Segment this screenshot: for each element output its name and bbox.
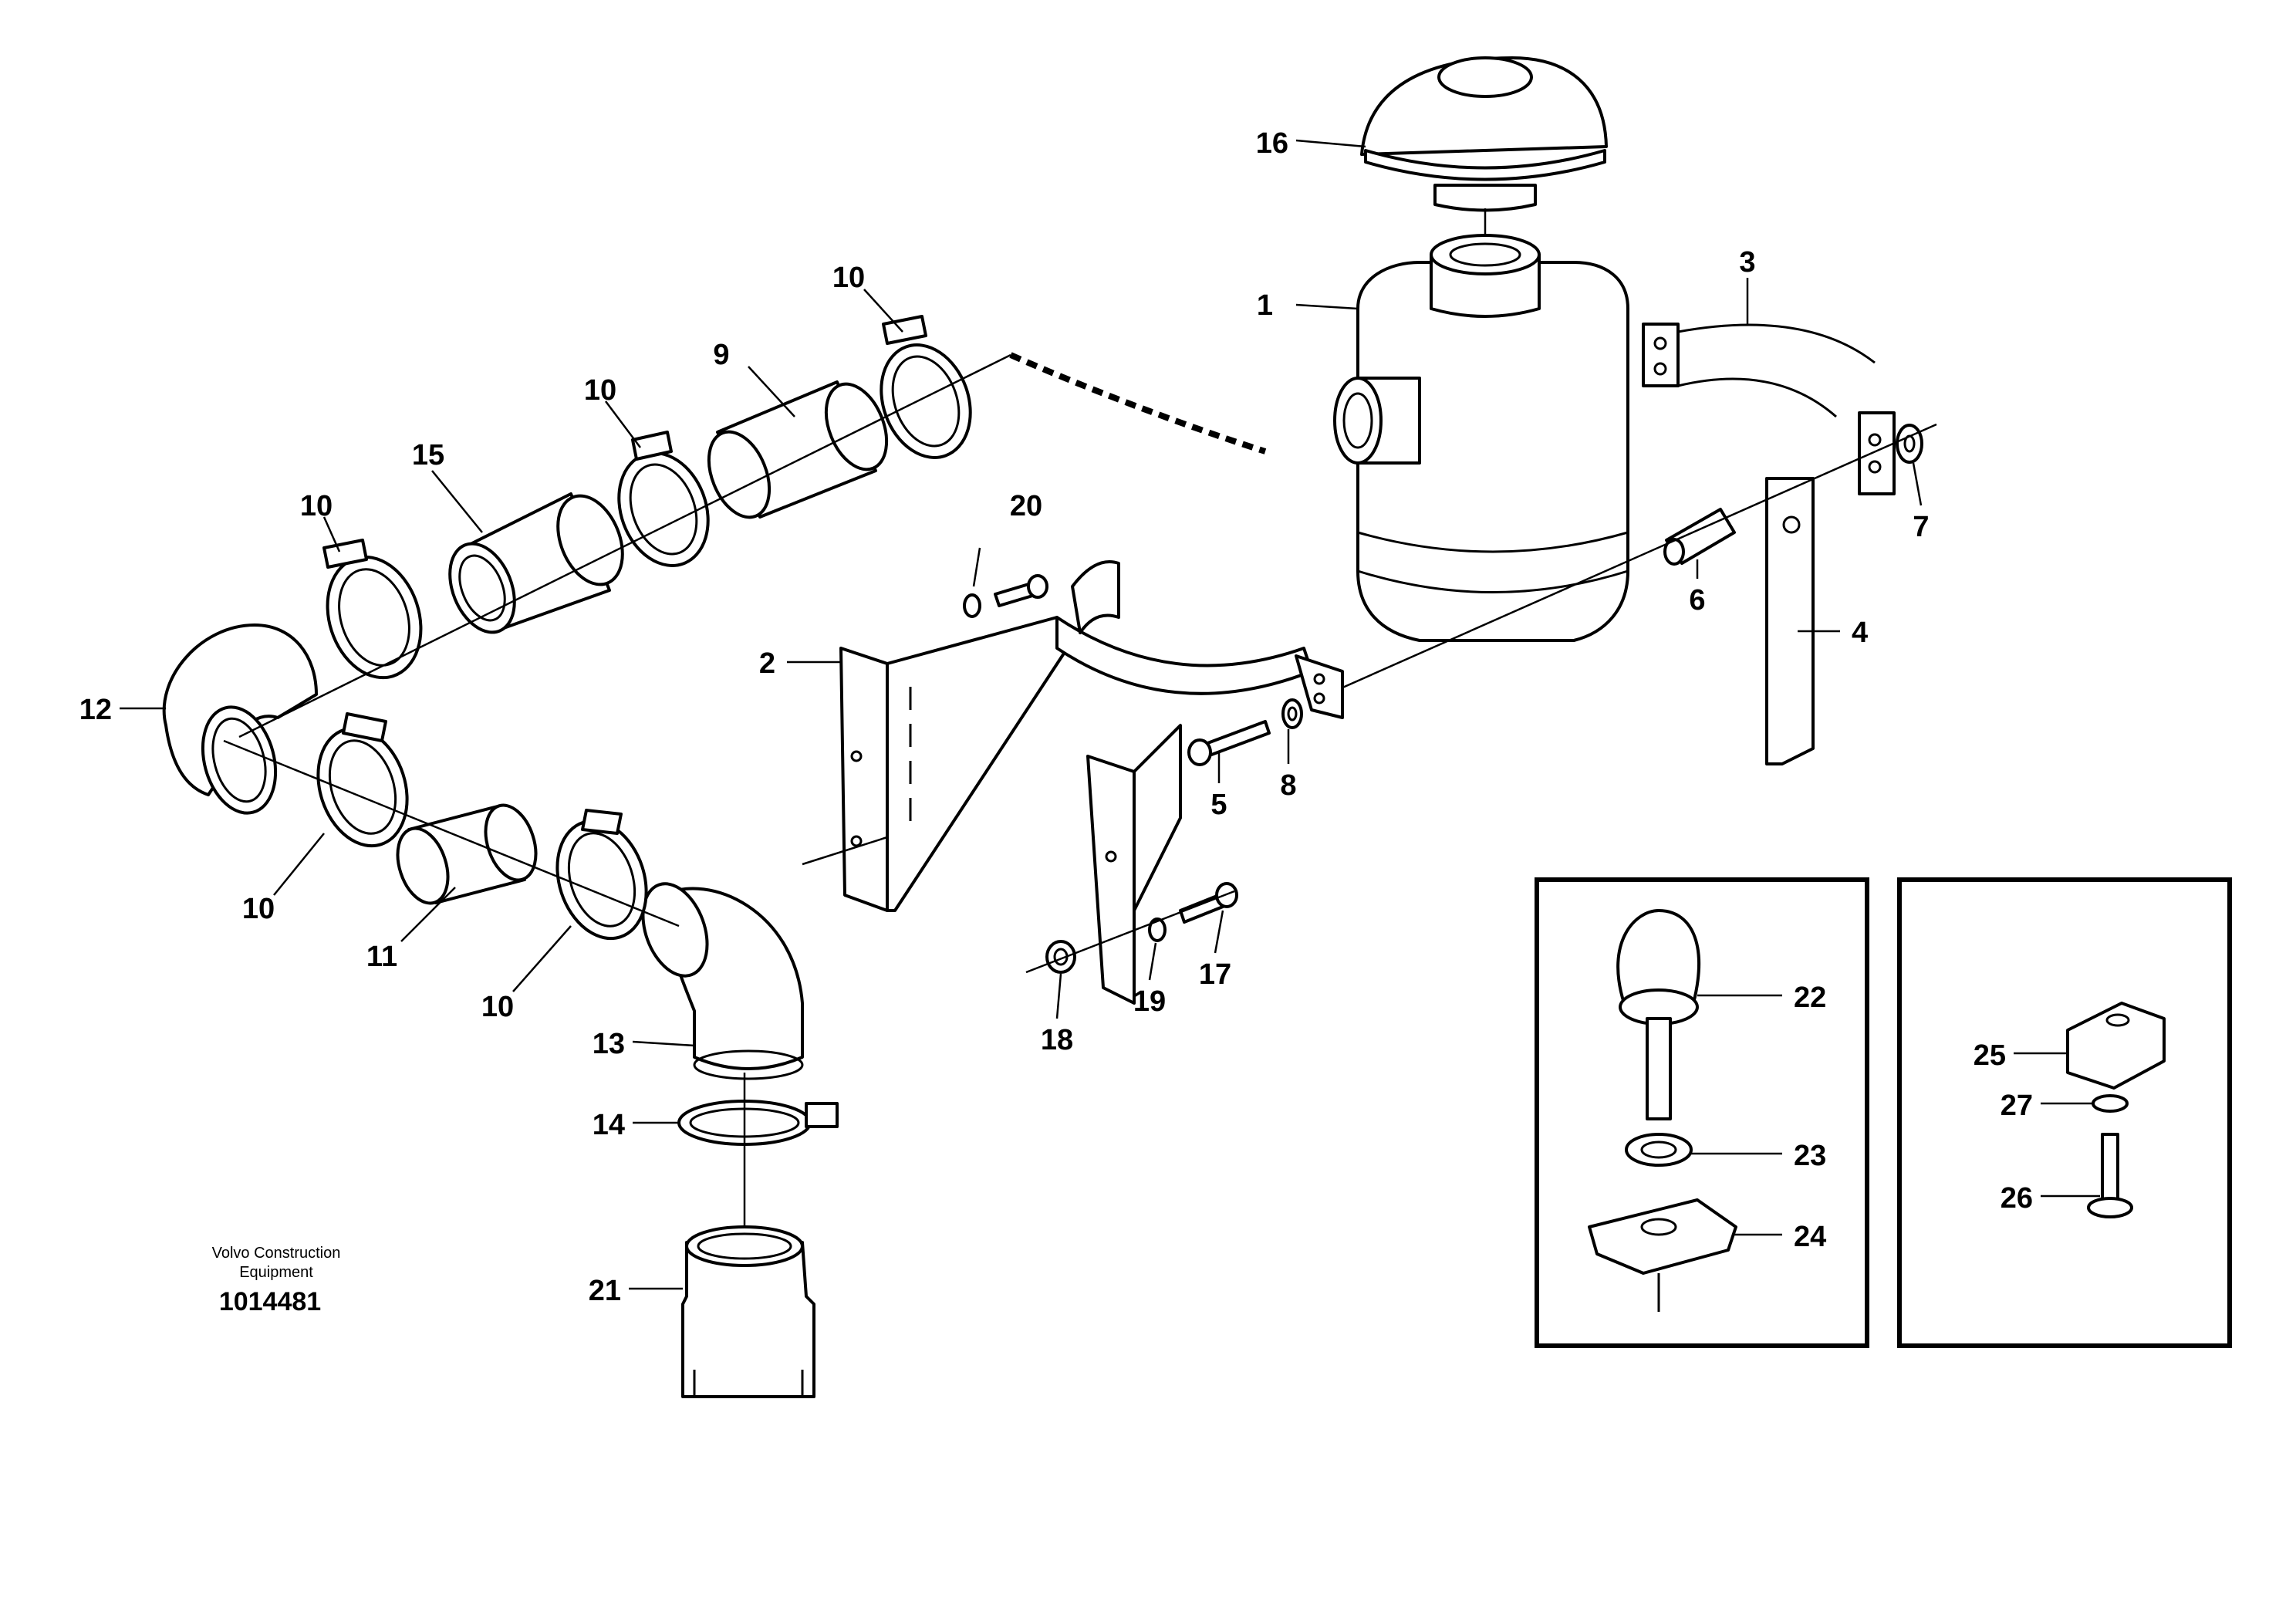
axis-line-upper-chain bbox=[238, 353, 1011, 738]
part-22-quarter-turn-stud bbox=[1616, 909, 1700, 1120]
part-9-hose bbox=[707, 380, 889, 519]
callout-10-e: 10 bbox=[481, 991, 514, 1023]
part-10-clamp-a bbox=[880, 315, 972, 459]
part-27-washer bbox=[2092, 1094, 2129, 1113]
part-3-mounting-band bbox=[1642, 323, 1896, 495]
part-20-bolt bbox=[963, 574, 1048, 618]
callout-24: 24 bbox=[1794, 1221, 1826, 1253]
credit-line-2: Equipment bbox=[239, 1264, 313, 1281]
part-15-tube bbox=[448, 492, 624, 634]
part-12-elbow bbox=[162, 623, 318, 815]
callout-17: 17 bbox=[1199, 958, 1231, 991]
callout-10-c: 10 bbox=[300, 490, 333, 522]
callout-10-d: 10 bbox=[242, 893, 275, 925]
part-19-washer bbox=[1148, 917, 1167, 942]
callout-12: 12 bbox=[79, 694, 112, 726]
callout-15: 15 bbox=[412, 439, 444, 471]
drawing-number: 1014481 bbox=[219, 1287, 321, 1316]
callout-5: 5 bbox=[1210, 789, 1227, 821]
callout-4: 4 bbox=[1852, 617, 1868, 649]
part-26-screw bbox=[2087, 1133, 2133, 1218]
part-24-spring-clip bbox=[1588, 1198, 1737, 1312]
callout-21: 21 bbox=[589, 1275, 621, 1307]
callout-16: 16 bbox=[1256, 127, 1288, 160]
part-18-nut bbox=[1045, 940, 1076, 974]
callout-23: 23 bbox=[1794, 1140, 1826, 1172]
part-25-block bbox=[2066, 1002, 2166, 1090]
part-17-bolt bbox=[1179, 882, 1238, 924]
part-1-pre-cleaner bbox=[1333, 234, 1629, 642]
callout-18: 18 bbox=[1041, 1024, 1073, 1056]
part-4-strap bbox=[1765, 477, 1815, 765]
credit-line-1: Volvo Construction bbox=[212, 1245, 341, 1262]
callout-27: 27 bbox=[2001, 1090, 2033, 1122]
callout-26: 26 bbox=[2001, 1182, 2033, 1215]
leader-lines bbox=[120, 139, 2100, 1290]
axis-line-lower-chain bbox=[223, 739, 680, 928]
callout-6: 6 bbox=[1689, 584, 1705, 617]
part-11-short-hose bbox=[396, 803, 538, 905]
callout-20: 20 bbox=[1010, 490, 1042, 522]
callout-14: 14 bbox=[593, 1109, 625, 1141]
part-16-rain-cap bbox=[1360, 56, 1608, 235]
part-7-washer bbox=[1896, 424, 1923, 464]
part-8-washer bbox=[1281, 698, 1303, 729]
part-14-clamp bbox=[677, 1100, 839, 1146]
callout-7: 7 bbox=[1913, 511, 1929, 543]
part-23-retainer-washer bbox=[1625, 1133, 1693, 1167]
callout-19: 19 bbox=[1133, 985, 1166, 1018]
callout-25: 25 bbox=[1974, 1039, 2006, 1072]
callout-8: 8 bbox=[1280, 769, 1296, 802]
axis-line-bolt-2 bbox=[802, 836, 888, 866]
part-13-elbow bbox=[641, 882, 804, 1080]
callout-3: 3 bbox=[1739, 246, 1755, 279]
callout-22: 22 bbox=[1794, 982, 1826, 1014]
callout-10-b: 10 bbox=[584, 374, 616, 407]
inset-frame-quick-fastener bbox=[1535, 877, 1869, 1348]
axis-line-bolt-17 bbox=[1025, 890, 1235, 974]
part-6-spacer bbox=[1663, 508, 1736, 566]
callout-2: 2 bbox=[759, 647, 775, 680]
part-2-support-bracket bbox=[839, 560, 1344, 1005]
callout-11: 11 bbox=[366, 941, 397, 973]
hose-dashed-link bbox=[1009, 352, 1267, 454]
part-10-clamp-d bbox=[316, 712, 409, 848]
part-5-bolt bbox=[1187, 720, 1271, 766]
callout-10-a: 10 bbox=[832, 262, 865, 294]
callout-1: 1 bbox=[1257, 289, 1273, 322]
axis-line-bracket bbox=[1326, 423, 1937, 696]
callout-9: 9 bbox=[713, 339, 729, 371]
callout-13: 13 bbox=[593, 1028, 625, 1060]
inset-frame-block-fixing bbox=[1897, 877, 2232, 1348]
part-10-clamp-c bbox=[322, 539, 423, 680]
part-10-clamp-e bbox=[555, 809, 648, 941]
part-21-outlet-pipe bbox=[681, 1225, 815, 1398]
